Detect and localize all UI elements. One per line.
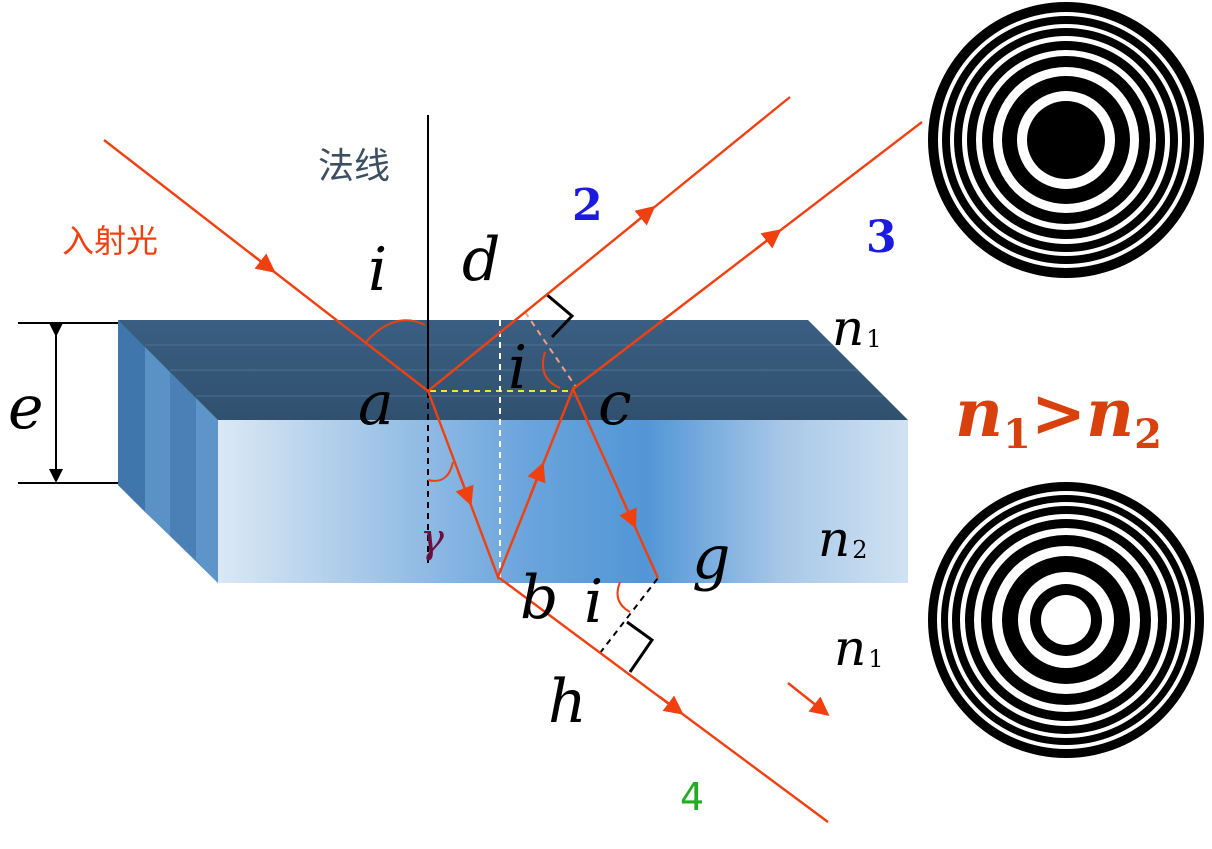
thickness-label-e: e: [8, 373, 44, 443]
right-angle-mark-top: [545, 292, 575, 339]
incident-light-label: 入射光: [62, 222, 158, 260]
svg-text:n2: n2: [818, 510, 867, 568]
point-label-b: b: [520, 563, 558, 633]
medium-label-n2: n2: [818, 510, 867, 568]
normal-label: 法线: [318, 146, 390, 187]
point-label-h: h: [548, 667, 587, 737]
incident-ray-arrow: [249, 252, 276, 273]
angle-arc-i-mid: [541, 351, 561, 389]
slab-side-panel: [196, 396, 218, 583]
angle-label-i-mid: i: [508, 333, 527, 403]
ray-label-3: 3: [866, 212, 897, 263]
medium-label-n1-top: n1: [832, 299, 881, 357]
ray-3: [572, 121, 923, 390]
point-label-g: g: [692, 523, 730, 593]
slab-side-panel: [118, 320, 145, 512]
angle-arc-i-top: [365, 319, 426, 343]
film-slab: [118, 320, 908, 583]
svg-text:n1: n1: [834, 619, 883, 677]
angle-label-gamma: γ: [420, 516, 444, 562]
index-condition: n1>n2: [955, 374, 1162, 458]
fringe-ring: [1041, 595, 1091, 645]
right-angle-mark-bottom: [626, 620, 655, 673]
refracted-arrow-1: [455, 470, 474, 506]
fringe-ring: [1042, 116, 1090, 164]
ray-label-2: 2: [572, 180, 603, 231]
ring-pattern-upper: [928, 2, 1204, 278]
slab-front-face: [218, 420, 908, 583]
ray-3-arrow: [755, 229, 782, 250]
refracted-arrow-3: [618, 493, 637, 529]
point-label-d: d: [462, 225, 500, 295]
angle-arc-gamma: [427, 461, 454, 482]
medium-label-n1-bottom: n1: [834, 619, 883, 677]
stray-arrow: [787, 682, 830, 716]
slab-side-panel: [170, 370, 196, 560]
svg-text:n1: n1: [832, 299, 881, 357]
point-label-c: c: [598, 369, 632, 439]
angle-label-i-top: i: [368, 235, 387, 305]
rays: [103, 96, 923, 823]
ray-4-arrow: [659, 695, 684, 715]
ray-2: [427, 96, 791, 392]
angle-arc-i-bottom: [616, 581, 631, 613]
peach-dashed-line: [524, 311, 577, 388]
point-label-a: a: [358, 369, 394, 439]
ring-pattern-lower: [928, 482, 1204, 758]
refracted-arrow-2: [527, 462, 546, 497]
ray-2-arrow: [629, 205, 656, 228]
angle-label-i-bottom: i: [584, 567, 603, 637]
thickness-marker: e: [8, 322, 118, 484]
slab-side-panel: [145, 345, 170, 536]
black-dashed-line-bottom: [599, 577, 659, 654]
ray-label-4: 4: [680, 775, 704, 819]
